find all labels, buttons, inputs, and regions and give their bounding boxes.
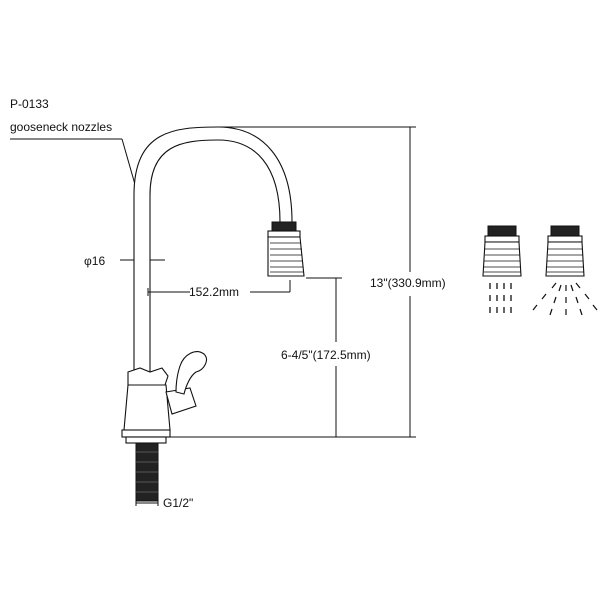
thread-dimension: G1/2" — [135, 496, 193, 510]
diameter-dimension: φ16 — [84, 254, 165, 268]
total-height-dimension: 13"(330.9mm) — [170, 126, 446, 438]
model-label: P-0133 — [10, 97, 49, 111]
spout-height-dimension: 6-4/5"(172.5mm) — [281, 277, 371, 437]
diameter-label: φ16 — [84, 254, 105, 268]
reach-label: 152.2mm — [189, 285, 239, 299]
spout-height-label: 6-4/5"(172.5mm) — [281, 348, 371, 362]
faucet-body — [121, 351, 207, 444]
thread-label: G1/2" — [163, 496, 193, 510]
stream-aerator-icon — [482, 225, 522, 313]
reach-dimension: 152.2mm — [147, 280, 291, 299]
threaded-shank — [135, 442, 159, 502]
spout-nozzle — [267, 221, 305, 277]
total-height-label: 13"(330.9mm) — [370, 276, 446, 290]
description-label: gooseneck nozzles — [10, 120, 112, 134]
spray-aerator-icon — [532, 225, 598, 316]
